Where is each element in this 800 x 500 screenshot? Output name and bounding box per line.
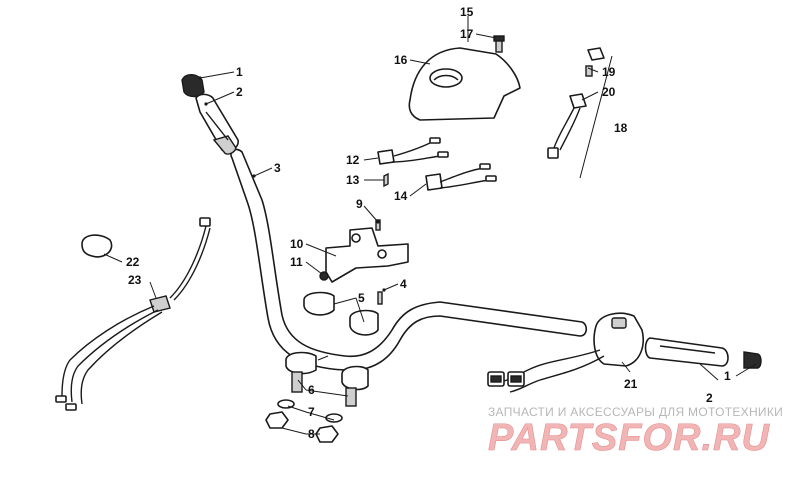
callout-8: 8: [308, 427, 315, 441]
callout-3: 3: [274, 161, 281, 175]
throttle-switch-kit: [547, 47, 613, 179]
throttle-cable: [55, 217, 211, 411]
callout-23: 23: [128, 273, 142, 287]
callout-12: 12: [346, 153, 360, 167]
callout-11: 11: [290, 255, 303, 269]
watermark: ЗАПЧАСТИ И АКСЕССУАРЫ ДЛЯ МОТОТЕХНИКИ PA…: [488, 405, 783, 459]
callout-14: 14: [394, 189, 408, 203]
leader-lines: [103, 16, 757, 435]
watermark-tagline: ЗАПЧАСТИ И АКСЕССУАРЫ ДЛЯ МОТОТЕХНИКИ: [488, 405, 783, 419]
callout-4: 4: [400, 277, 407, 291]
callout-1-right: 1: [724, 369, 731, 383]
callout-16: 16: [394, 53, 408, 67]
callout-17: 17: [460, 27, 474, 41]
callout-2-left: 2: [236, 85, 243, 99]
callout-22: 22: [126, 255, 140, 269]
clamp-assembly: [265, 291, 383, 443]
callout-9: 9: [356, 197, 363, 211]
callout-19: 19: [602, 65, 616, 79]
callout-13: 13: [346, 173, 360, 187]
left-grip: [181, 74, 239, 155]
callout-2-right: 2: [706, 391, 713, 405]
callout-5: 5: [358, 291, 365, 305]
callout-18: 18: [614, 121, 628, 135]
handlebar: [230, 148, 588, 372]
callout-10: 10: [290, 237, 304, 251]
callout-labels: 1 2 3 4 5 6 7 8 9 10 11 12 13 14 15 16 1…: [126, 5, 731, 441]
callout-6: 6: [308, 383, 315, 397]
heater-switches: [377, 137, 497, 191]
callout-20: 20: [602, 85, 616, 99]
mount-bracket: [319, 219, 409, 283]
watermark-logo: PARTSFOR.RU: [488, 417, 770, 459]
callout-7: 7: [308, 405, 315, 419]
right-switch-housing: [487, 312, 644, 393]
callout-1-left: 1: [236, 65, 243, 79]
callout-15: 15: [460, 5, 474, 19]
right-grip: [644, 337, 762, 369]
callout-21: 21: [624, 377, 638, 391]
handlebar-cover: [408, 35, 521, 121]
